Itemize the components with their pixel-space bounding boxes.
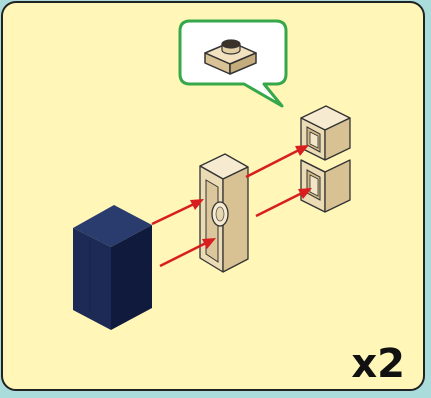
assembly-arrow-icon-2: [159, 238, 216, 268]
brick-2x1-dark-blue-icon: [73, 205, 152, 330]
assembly-arrow-icon-4: [255, 188, 312, 218]
assembly-arrow-icon-1: [151, 199, 204, 226]
brick-1x2-with-hole-icon: [199, 153, 249, 273]
quantity-label: x2: [351, 341, 405, 387]
brick-1x1-frame-icon-top: [300, 105, 351, 161]
plate-1x1-icon: [204, 39, 257, 75]
assembly-arrow-icon-3: [245, 145, 309, 179]
brick-1x1-frame-icon-bottom: [300, 159, 351, 213]
